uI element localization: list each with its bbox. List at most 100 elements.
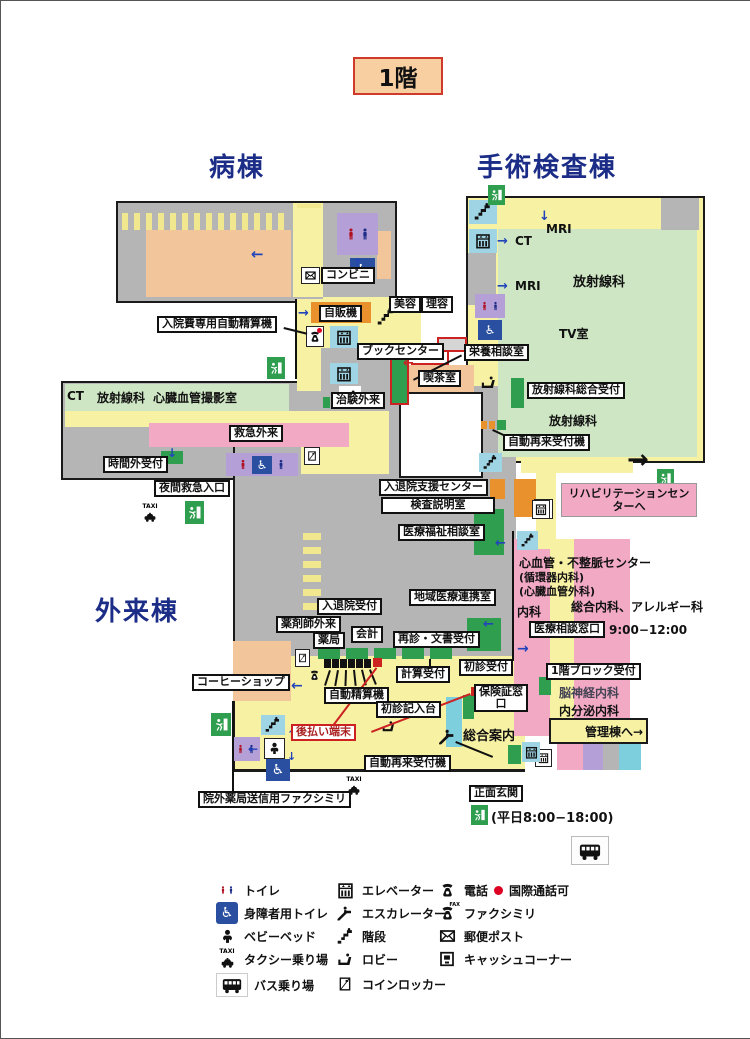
room-label-pharmacy: 薬局 <box>313 632 345 649</box>
room-label-chiken-gairai: 治験外来 <box>331 392 385 409</box>
taxi-icon: TAXI <box>216 948 238 970</box>
room-label-auto-pay: 自動精算機 <box>324 687 389 704</box>
room-label-auto-recheck-front: 自動再来受付機 <box>364 755 451 772</box>
intl-call-dot <box>317 328 322 333</box>
room-label-first-visit: 初診受付 <box>459 659 513 676</box>
zone-counter-1 <box>318 648 340 659</box>
ward-arrow-left-icon: ← <box>251 245 264 263</box>
room-label-cardio-internal: (循環器内科) <box>519 571 585 584</box>
room-label-radiology-left: 放射線科 <box>97 391 146 405</box>
vending-arrow-icon: → <box>298 306 309 321</box>
zone-blank-room <box>399 392 483 478</box>
room-label-revisit-doc: 再診・文書受付 <box>393 631 480 648</box>
legend-row: ♿ 身障者用トイレ <box>216 902 328 924</box>
surgery-elevator-icon <box>469 229 497 253</box>
zone-orange-admission <box>490 479 505 499</box>
leftwing-accessible-icon: ♿ <box>252 455 272 474</box>
room-label-emergency: 救急外来 <box>229 425 283 442</box>
ward-mail-post-icon <box>301 267 320 284</box>
zone-radiology-reception-counter <box>511 378 524 408</box>
room-label-konbini: コンビニ <box>321 267 375 284</box>
legend-row: FAX ファクシミリ <box>436 902 536 924</box>
zone-surgery-gray-corner <box>661 198 699 230</box>
legend-row: エスカレーター <box>334 902 446 924</box>
zone-info-counter <box>463 695 474 719</box>
room-label-neurology: 脳神経内科 <box>559 686 620 700</box>
zone-angio-room <box>65 384 289 411</box>
legend-row: ベビーベッド <box>216 925 316 947</box>
zone-counter-5 <box>430 648 452 659</box>
mri2-arrow-icon: → <box>497 279 508 294</box>
zone-coffee-area <box>233 641 291 701</box>
pointer-line <box>429 659 431 669</box>
room-label-general-allergy: 総合内科、アレルギー科 <box>571 600 704 614</box>
fax-text: FAX <box>449 902 460 908</box>
zone-ward-peach-right <box>377 231 391 279</box>
building-label-outpatient: 外来棟 <box>95 597 180 627</box>
zone-ward-orange-area <box>146 230 291 297</box>
red-arrow-icon: ← <box>403 356 414 371</box>
legend-label: 電話 <box>464 883 489 898</box>
room-label-admission-reception: 入退院受付 <box>317 598 382 615</box>
elevator-icon-5 <box>522 742 540 762</box>
room-label-angio: 心臓血管撮影室 <box>153 391 238 405</box>
phone-icon <box>436 879 458 901</box>
paymachine-4 <box>348 659 355 668</box>
zone-strip-gray <box>603 740 619 770</box>
pointer-line-fax <box>232 701 234 791</box>
room-label-vending: 自販機 <box>319 305 362 322</box>
coffee-arrow-icon: ← <box>291 678 303 694</box>
paymachine-1 <box>324 659 331 668</box>
room-label-cashier: 会計 <box>351 626 383 643</box>
lobby-arrow-left-icon: ← <box>248 742 259 756</box>
bus-icon <box>216 973 248 997</box>
room-label-beauty: 美容 <box>389 296 421 313</box>
room-label-coffee-shop: コーヒーショップ <box>192 674 290 691</box>
wall-line-right <box>512 531 514 661</box>
legend-row: バス乗り場 <box>216 973 314 997</box>
cash-corner-icon <box>436 948 458 970</box>
zone-entrance-counter <box>508 745 521 764</box>
room-label-admin-corridor: 管理棟へ→ <box>549 718 648 744</box>
bus-stop-icon <box>571 836 609 865</box>
room-label-mri-2: MRI <box>515 279 541 293</box>
elevator-icon <box>334 879 356 901</box>
zone-counter-3 <box>374 648 396 659</box>
zone-striped-corridor <box>303 533 321 613</box>
room-label-regional-coop: 地域医療連携室 <box>409 589 496 606</box>
revisit-arrow-icon: ← <box>483 617 494 632</box>
zone-orange-below-surgery <box>514 479 536 517</box>
room-label-radiology-reception: 放射線科総合受付 <box>527 382 625 399</box>
room-label-admission-support: 入退院支援センター <box>379 479 488 496</box>
room-label-tv-room: TV室 <box>559 327 589 341</box>
mid-elevator-icon-1 <box>330 326 358 348</box>
ward-toilet-icon <box>337 213 378 255</box>
coin-locker-icon-2 <box>295 649 310 667</box>
room-label-auto-recheck-right: 自動再来受付機 <box>503 434 590 451</box>
red-pointer-line <box>447 350 449 364</box>
room-label-pharmacist: 薬剤師外来 <box>276 616 341 633</box>
room-label-inpatient-paymachine: 入院費専用自動精算機 <box>157 316 277 333</box>
taxi-icon-1: TAXI <box>139 501 161 525</box>
leftwing-toilet-icon: ♿ <box>226 453 298 476</box>
zone-counter-green <box>497 420 506 430</box>
toilet-icon <box>216 879 238 901</box>
intl-call-dot-icon <box>494 885 504 895</box>
ct-arrow-icon: → <box>497 234 508 249</box>
legend-label: 身障者用トイレ <box>244 906 329 921</box>
room-label-cardio-surgery: (心臓血管外科) <box>519 585 596 598</box>
room-label-general-info: 総合案内 <box>463 729 516 744</box>
room-label-block-reception: 1階ブロック受付 <box>546 663 641 680</box>
room-label-endocrinology: 内分泌内科 <box>559 704 620 718</box>
legend-label: ベビーベッド <box>244 929 317 944</box>
zone-strip-cyan <box>619 740 641 770</box>
baby-bed-icon-map <box>264 738 285 759</box>
room-label-afterhours: 時間外受付 <box>103 456 168 473</box>
mri-arrow-icon: ↓ <box>539 209 550 224</box>
room-label-tearoom: 喫茶室 <box>418 370 461 387</box>
legend-label: エレベーター <box>362 883 435 898</box>
legend-label-intl: 国際通話可 <box>509 883 570 898</box>
surgery-accessible-toilet-icon: ♿ <box>478 320 502 340</box>
zone-ward-entry-stripe <box>297 204 321 208</box>
